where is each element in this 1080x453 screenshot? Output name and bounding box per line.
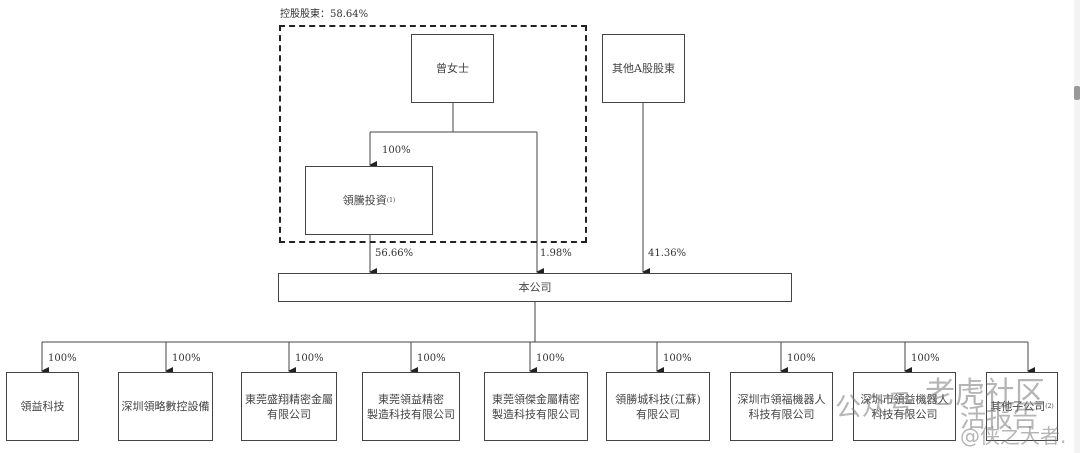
subsidiary-name: 深圳市領益機器人 科技有限公司: [860, 392, 949, 421]
subsidiary-name: 領勝城科技(江蘇) 有限公司: [615, 392, 701, 421]
box-subsidiary: 東莞盛翔精密金屬 有限公司: [241, 372, 337, 441]
subsidiary-pct: 100%: [172, 353, 201, 364]
box-subsidiary: 深圳領略數控設備: [118, 372, 213, 441]
box-other-a-shareholders: 其他A股股東: [602, 34, 685, 103]
subsidiary-pct: 100%: [417, 353, 446, 364]
subsidiary-name: 東莞領益精密 製造科技有限公司: [367, 392, 455, 421]
subsidiary-pct: 100%: [536, 353, 565, 364]
controlling-shareholder-group: [279, 25, 587, 243]
box-subsidiary: 領益科技: [6, 372, 79, 441]
scrollbar-thumb[interactable]: [1074, 86, 1080, 100]
box-ms-zeng: 曾女士: [411, 34, 494, 103]
pct-others-to-company: 41.36%: [648, 248, 687, 259]
controlling-shareholder-label: 控股股東：58.64%: [280, 9, 369, 20]
lingteng-label: 領騰投資: [342, 194, 387, 207]
pct-zeng-to-lingteng: 100%: [382, 145, 411, 156]
subsidiary-pct: 100%: [663, 353, 692, 364]
box-subsidiary: 領勝城科技(江蘇) 有限公司: [606, 372, 710, 441]
box-subsidiary: 深圳市領益機器人 科技有限公司: [853, 372, 956, 441]
ms-zeng-label: 曾女士: [436, 62, 469, 75]
other-a-shareholders-label: 其他A股股東: [612, 62, 675, 75]
box-company: 本公司: [278, 273, 792, 302]
scrollbar[interactable]: [1074, 0, 1080, 453]
subsidiary-pct: 100%: [48, 353, 77, 364]
subsidiary-pct: 100%: [911, 353, 940, 364]
subsidiary-name: 深圳市領福機器人 科技有限公司: [737, 392, 826, 421]
box-lingteng-investment: 領騰投資(1): [305, 166, 433, 235]
box-subsidiary: 東莞領傑金屬精密 製造科技有限公司: [484, 372, 588, 441]
box-subsidiary: 東莞領益精密 製造科技有限公司: [362, 372, 460, 441]
subsidiary-name: 東莞領傑金屬精密 製造科技有限公司: [492, 392, 580, 421]
subsidiary-name: 深圳領略數控設備: [121, 400, 210, 413]
company-label: 本公司: [518, 281, 552, 294]
box-subsidiary: 其他子公司(2): [986, 372, 1058, 441]
pct-zeng-to-company: 1.98%: [540, 248, 572, 259]
subsidiary-pct: 100%: [295, 353, 324, 364]
box-subsidiary: 深圳市領福機器人 科技有限公司: [730, 372, 833, 441]
pct-lingteng-to-company: 56.66%: [375, 248, 414, 259]
subsidiary-footnote: (2): [1045, 403, 1054, 410]
subsidiary-name: 東莞盛翔精密金屬 有限公司: [245, 392, 333, 421]
subsidiary-pct: 100%: [787, 353, 816, 364]
subsidiary-name: 領益科技: [20, 400, 65, 413]
lingteng-footnote: (1): [386, 197, 396, 204]
subsidiary-name: 其他子公司: [990, 400, 1046, 413]
